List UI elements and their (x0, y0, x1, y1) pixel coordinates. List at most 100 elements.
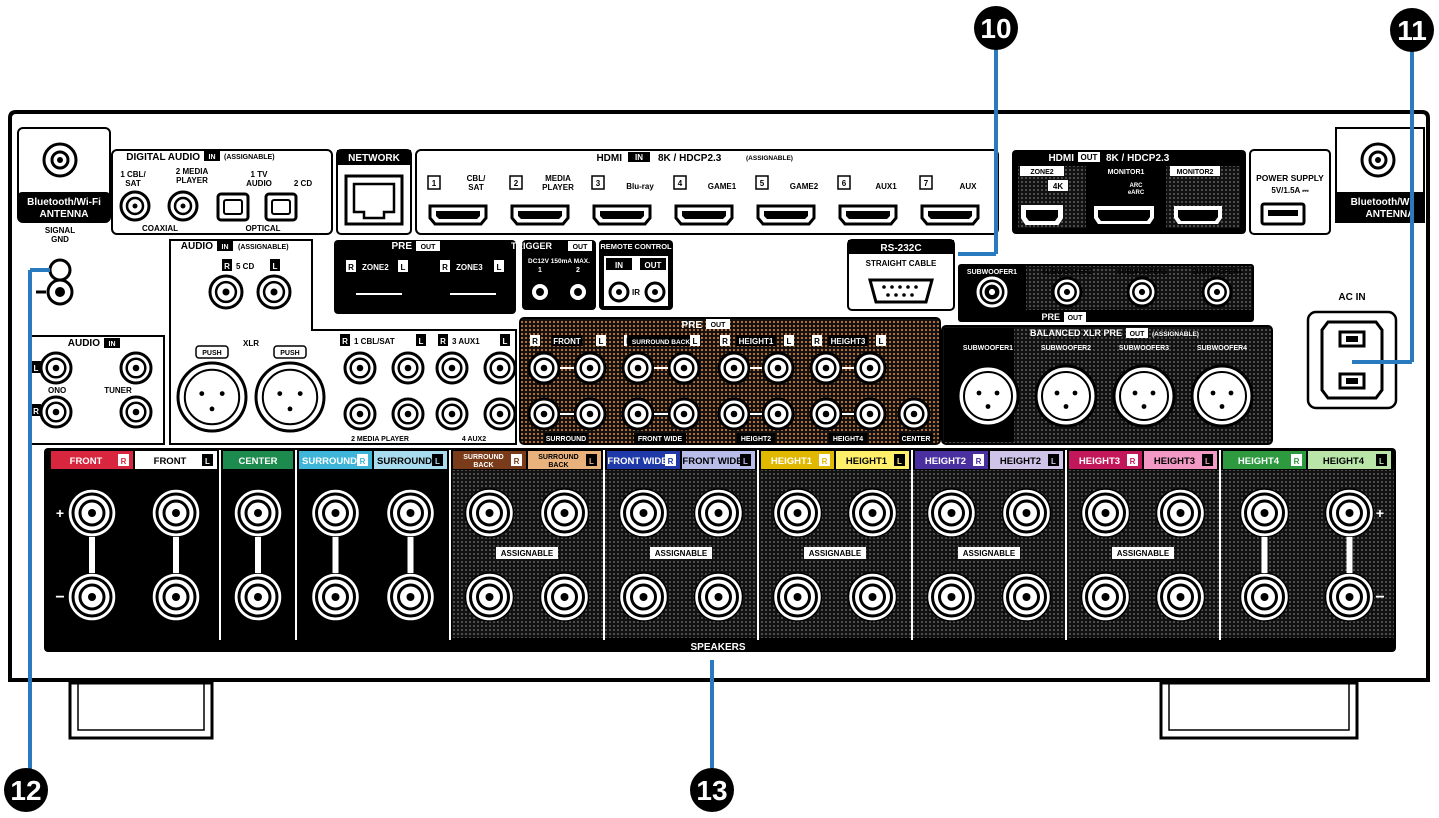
rca-jack (483, 351, 517, 385)
speaker-label: SURROUND (538, 454, 578, 461)
trigger-out: TRIGGER OUT DC12V 150mA MAX. 1 2 (511, 240, 596, 310)
hdmi-port-number: 2 (514, 179, 519, 188)
speaker-side-badge (973, 454, 984, 466)
svg-text:R: R (440, 337, 446, 346)
speaker-side-label: R (514, 457, 520, 466)
speaker-binding-post (693, 572, 744, 622)
svg-text:(ASSIGNABLE): (ASSIGNABLE) (224, 154, 275, 161)
svg-text:5V/1.5A ⎓: 5V/1.5A ⎓ (1271, 186, 1309, 195)
svg-text:12: 12 (10, 775, 41, 806)
speaker-side-label: R (1130, 457, 1136, 466)
speaker-side-label: R (668, 457, 674, 466)
svg-text:L: L (503, 337, 508, 346)
rca-jack (39, 351, 73, 385)
svg-text:ONO: ONO (48, 386, 66, 395)
speaker-binding-post (926, 488, 977, 538)
speaker-side-label: R (822, 457, 828, 466)
svg-text:MONITOR1: MONITOR1 (1108, 169, 1145, 176)
speaker-label: HEIGHT3 (1079, 456, 1120, 467)
svg-text:PRE: PRE (681, 320, 702, 331)
svg-text:IN: IN (615, 261, 623, 270)
antenna-label-2: ANTENNA (40, 209, 89, 220)
xlr-connector (1112, 364, 1176, 428)
speaker-label: CENTER (238, 456, 277, 467)
speaker-binding-post (1324, 488, 1375, 538)
assignable-badge (1112, 547, 1174, 559)
hdmi-port-number: 6 (842, 179, 847, 188)
rca-jack (853, 351, 887, 385)
assignable-badge (496, 547, 558, 559)
rca-jack (853, 397, 887, 431)
hdmi-number-box (591, 175, 605, 190)
svg-text:R: R (224, 262, 230, 271)
speaker-binding-post (539, 488, 590, 538)
rca-jack (976, 276, 1008, 308)
svg-text:OUT: OUT (1081, 153, 1098, 162)
svg-text:TRIGGER: TRIGGER (511, 241, 553, 251)
xlr-connector (1034, 364, 1098, 428)
svg-text:ZONE3: ZONE3 (456, 263, 483, 272)
svg-text:AUDIO: AUDIO (68, 338, 100, 349)
svg-text:IN: IN (109, 341, 116, 348)
speaker-label-bg (682, 451, 755, 469)
svg-text:eARC: eARC (1128, 190, 1145, 196)
hdmi-port-number: 5 (760, 179, 765, 188)
hdmi-number-box (427, 175, 441, 190)
rca-jack (621, 397, 655, 431)
speaker-side-label: L (897, 457, 902, 466)
svg-text:IR: IR (632, 288, 640, 297)
hdmi-number-box (673, 175, 687, 190)
speaker-binding-post (464, 572, 515, 622)
hdmi-port-label: Blu-ray (626, 182, 654, 191)
speaker-side-badge (740, 454, 751, 466)
svg-text:(ASSIGNABLE): (ASSIGNABLE) (746, 155, 793, 162)
pre-out-channel-label: HEIGHT3 (831, 337, 866, 346)
antenna-label-1: Bluetooth/Wi-Fi (27, 197, 101, 208)
svg-text:R: R (348, 263, 354, 272)
speaker-side-badge (1291, 454, 1302, 466)
rca-jack (809, 351, 843, 385)
callout-10: 10 (974, 6, 1018, 50)
svg-text:OUT: OUT (711, 322, 727, 329)
svg-text:POWER SUPPLY: POWER SUPPLY (1256, 173, 1324, 183)
svg-text:2 MEDIA: 2 MEDIA (176, 167, 209, 176)
speaker-binding-post (151, 572, 201, 622)
speaker-binding-post (1239, 488, 1290, 538)
svg-text:OUT: OUT (1130, 331, 1146, 338)
xlr-connector (1190, 364, 1254, 428)
balanced-xlr-pre-out: BALANCED XLR PRE OUT (ASSIGNABLE) SUBWOO… (941, 325, 1273, 445)
l-badge: L (787, 337, 792, 346)
svg-text:10: 10 (980, 13, 1011, 44)
post-link (255, 537, 261, 573)
svg-text:OUT: OUT (573, 244, 589, 251)
rca-jack (573, 397, 607, 431)
svg-text:1: 1 (538, 267, 542, 274)
post-link (332, 537, 339, 573)
plus-sign: + (1376, 505, 1384, 521)
svg-text:2: 2 (576, 267, 580, 274)
rca-jack (256, 274, 292, 310)
speaker-label-bg (990, 451, 1063, 469)
svg-text:HDMI: HDMI (596, 153, 622, 164)
svg-text:L: L (497, 263, 502, 272)
svg-text:3 AUX1: 3 AUX1 (452, 337, 480, 346)
speaker-side-label: R (360, 457, 366, 466)
svg-text:AC IN: AC IN (1338, 292, 1365, 303)
rca-jack (667, 351, 701, 385)
callout-11: 11 (1390, 8, 1434, 52)
svg-text:IN: IN (635, 153, 643, 162)
hdmi-number-box (837, 175, 851, 190)
speaker-binding-post (693, 488, 744, 538)
svg-text:SPEAKERS: SPEAKERS (690, 642, 745, 653)
rca-jack (1126, 276, 1158, 308)
hdmi-port-label: GAME2 (790, 182, 819, 191)
rca-jack (39, 395, 73, 429)
speaker-label: HEIGHT1 (846, 456, 888, 467)
svg-text:NETWORK: NETWORK (348, 153, 400, 164)
speaker-side-badge (1202, 454, 1213, 466)
speaker-side-label: R (976, 457, 982, 466)
speaker-binding-post (1155, 572, 1206, 622)
speaker-binding-post (847, 488, 898, 538)
speaker-binding-post (233, 488, 283, 538)
